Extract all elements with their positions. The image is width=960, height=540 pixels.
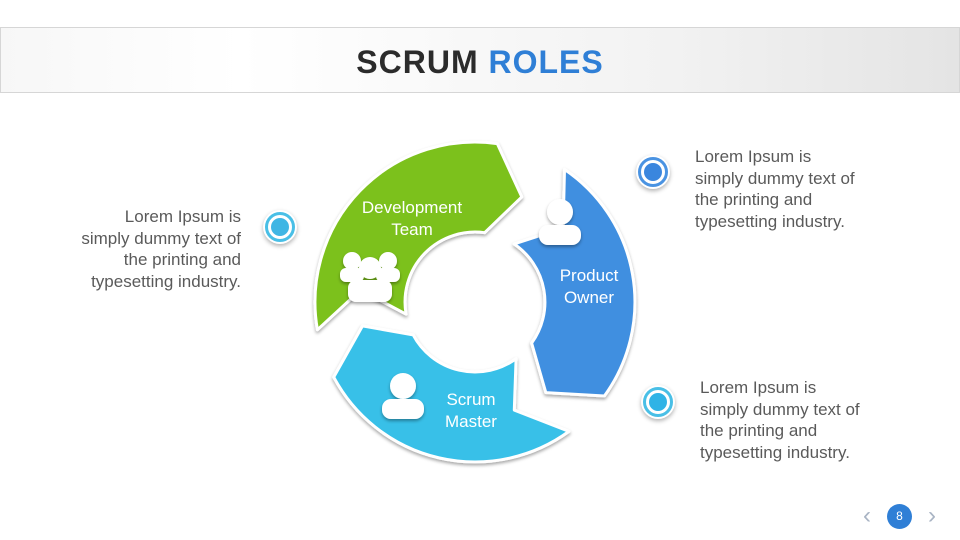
product-owner-label-line1: Product bbox=[560, 266, 619, 285]
slide-title: SCRUM ROLES bbox=[0, 44, 960, 81]
development-team-label-line1: Development bbox=[362, 198, 462, 217]
title-bar bbox=[0, 27, 960, 93]
description-line: Lorem Ipsum is bbox=[695, 147, 812, 166]
development-team-icon bbox=[340, 252, 400, 302]
title-accent: ROLES bbox=[488, 44, 604, 80]
description-line: Lorem Ipsum is bbox=[700, 378, 817, 397]
left-description: Lorem Ipsum is simply dummy text of the … bbox=[40, 206, 241, 292]
product-owner-label-line2: Owner bbox=[564, 288, 614, 307]
product-owner-person-icon bbox=[539, 199, 581, 245]
left-marker-dot bbox=[263, 210, 297, 244]
chevron-right-icon[interactable]: › bbox=[928, 502, 936, 529]
scrum-master-label-line1: Scrum bbox=[446, 390, 495, 409]
description-line: typesetting industry. bbox=[695, 211, 845, 231]
top-right-description: Lorem Ipsum is simply dummy text of the … bbox=[695, 146, 895, 232]
top-right-marker-dot bbox=[636, 155, 670, 189]
description-line: Lorem Ipsum is bbox=[124, 207, 241, 226]
product-owner-segment bbox=[512, 167, 637, 398]
bottom-right-description: Lorem Ipsum is simply dummy text of the … bbox=[700, 377, 900, 463]
description-line: typesetting industry. bbox=[700, 442, 850, 462]
bottom-right-marker-dot bbox=[641, 385, 675, 419]
title-main: SCRUM bbox=[356, 44, 479, 80]
description-line: simply dummy text of bbox=[81, 228, 241, 248]
scrum-master-person-icon bbox=[382, 373, 424, 419]
chevron-left-icon[interactable]: ‹ bbox=[863, 502, 871, 529]
development-team-label-line2: Team bbox=[391, 220, 433, 239]
scrum-master-label-line2: Master bbox=[445, 412, 497, 431]
scrum-master-segment bbox=[332, 324, 571, 464]
description-line: simply dummy text of bbox=[700, 399, 860, 419]
page-number-badge: 8 bbox=[887, 504, 912, 529]
description-line: simply dummy text of bbox=[695, 168, 855, 188]
description-line: typesetting industry. bbox=[91, 271, 241, 291]
description-line: the printing and bbox=[695, 190, 813, 209]
description-line: the printing and bbox=[700, 421, 818, 440]
description-line: the printing and bbox=[123, 250, 241, 269]
